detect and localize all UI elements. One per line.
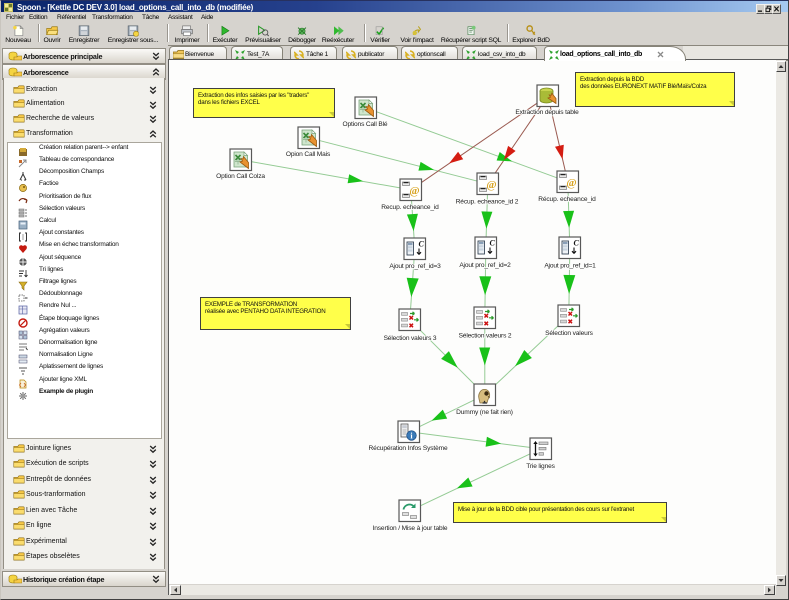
svg-text:Sélection valeurs 2: Sélection valeurs 2 — [459, 333, 512, 340]
svg-text:Récup. echeance_id: Récup. echeance_id — [538, 196, 596, 203]
svg-text:Options Call Blé: Options Call Blé — [343, 121, 388, 128]
svg-text:Sélection valeurs: Sélection valeurs — [545, 330, 594, 337]
svg-text:Dummy (ne fait rien): Dummy (ne fait rien) — [456, 409, 513, 416]
svg-text:Ajout pro_ref_id=1: Ajout pro_ref_id=1 — [544, 263, 596, 270]
svg-text:Récupération Infos Système: Récupération Infos Système — [369, 445, 448, 452]
svg-text:Option Call Colza: Option Call Colza — [216, 173, 265, 180]
svg-text:Trie lignes: Trie lignes — [526, 463, 555, 470]
svg-text:Recup. echeance_id: Recup. echeance_id — [381, 204, 439, 211]
svg-text:Insertion / Mise à jour table: Insertion / Mise à jour table — [373, 525, 448, 532]
svg-text:Extraction depuis table: Extraction depuis table — [515, 109, 579, 116]
svg-text:Récup. echeance_id 2: Récup. echeance_id 2 — [456, 199, 519, 206]
svg-text:Opion Call Mais: Opion Call Mais — [286, 151, 331, 158]
svg-text:Sélection valeurs 3: Sélection valeurs 3 — [384, 335, 437, 342]
svg-text:Ajout pro_ref_id=2: Ajout pro_ref_id=2 — [459, 262, 511, 269]
svg-text:Ajout pro_ref_id=3: Ajout pro_ref_id=3 — [389, 263, 441, 270]
